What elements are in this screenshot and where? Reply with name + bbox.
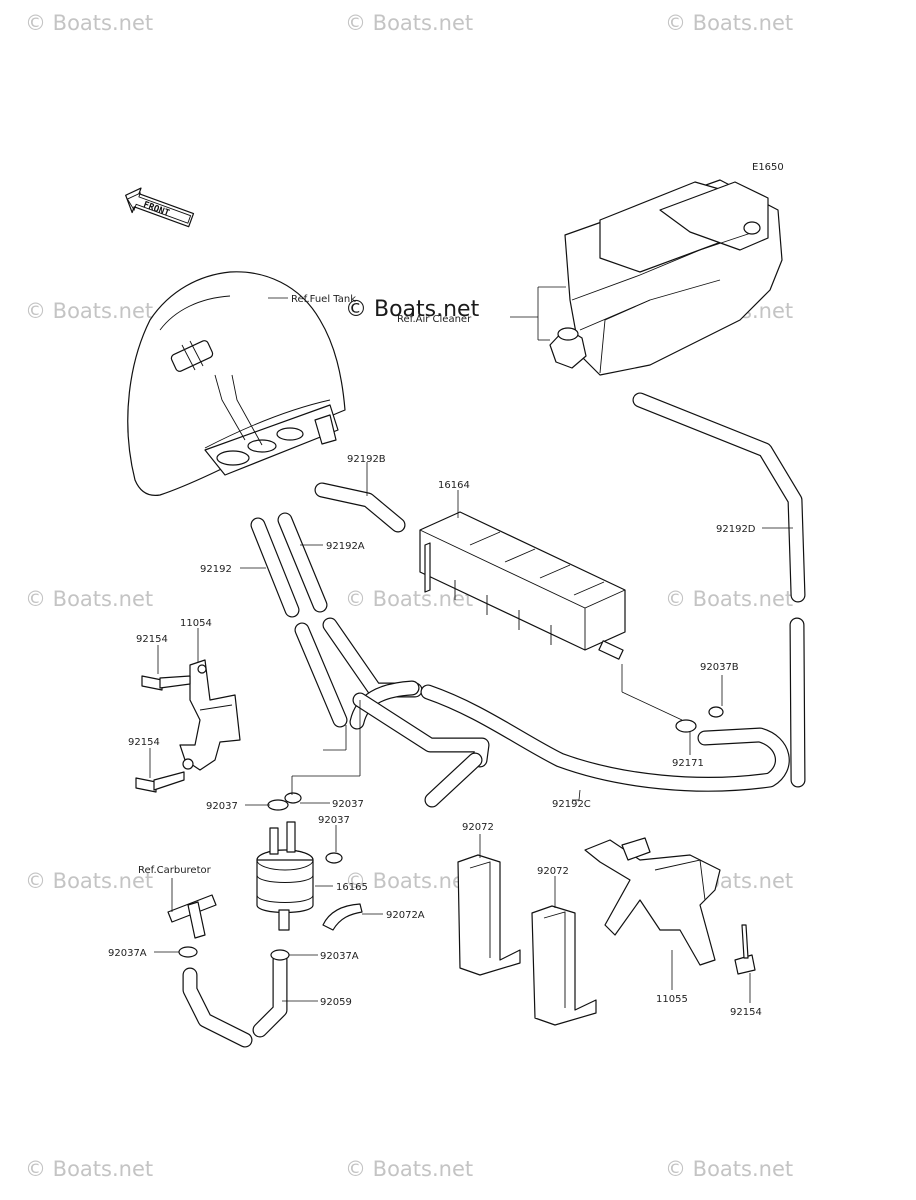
watermark: © Boats.net: [345, 587, 473, 611]
label-ref-carburetor: Ref.Carburetor: [138, 865, 212, 876]
clamp-icon: [270, 949, 290, 961]
watermark: © Boats.net: [25, 869, 153, 893]
bolt-icon: [734, 924, 756, 975]
fuel-tank: [127, 271, 346, 497]
label-ref-fuel-tank: Ref.Fuel Tank: [291, 294, 356, 305]
clamp-icon: [675, 719, 697, 733]
label-92059: 92059: [320, 997, 352, 1008]
fuel-filter-16165: [256, 821, 314, 931]
bolt-icon: [135, 771, 185, 793]
label-92072A: 92072A: [386, 910, 425, 921]
watermark: © Boats.net: [25, 1157, 153, 1181]
bolt-icon: [141, 675, 191, 691]
air-cleaner: [549, 179, 783, 376]
watermark: © Boats.net: [665, 1157, 793, 1181]
watermark: © Boats.net: [665, 587, 793, 611]
label-92037: 92037: [332, 799, 364, 810]
carburetor-fitting: [167, 894, 217, 939]
hoses: [182, 392, 806, 1048]
leader-lines: [149, 286, 793, 1003]
canister-16164: [419, 511, 626, 660]
label-92171: 92171: [672, 758, 704, 769]
clamp-icon: [178, 946, 198, 958]
label-92192: 92192: [200, 564, 232, 575]
watermark: © Boats.net: [345, 1157, 473, 1181]
label-92154: 92154: [730, 1007, 762, 1018]
label-16165: 16165: [336, 882, 368, 893]
label-92192A: 92192A: [326, 541, 365, 552]
label-92037B: 92037B: [700, 662, 739, 673]
watermark: © Boats.net: [345, 869, 473, 893]
label-11055: 11055: [656, 994, 688, 1005]
watermark: © Boats.net: [25, 11, 153, 35]
part-labels: Ref.Fuel Tank Ref.Air Cleaner 92192B 161…: [108, 294, 762, 1018]
watermarks: © Boats.net © Boats.net © Boats.net © Bo…: [25, 11, 793, 1181]
label-92192C: 92192C: [552, 799, 591, 810]
watermark-overlay: © Boats.net: [345, 297, 480, 322]
label-11054: 11054: [180, 618, 212, 629]
label-92037: 92037: [206, 801, 238, 812]
label-16164: 16164: [438, 480, 470, 491]
label-92192D: 92192D: [716, 524, 756, 535]
clamp-icon: [708, 706, 724, 718]
label-92154: 92154: [136, 634, 168, 645]
watermark: © Boats.net: [345, 11, 473, 35]
diagram-code: E1650: [752, 162, 784, 173]
label-92072: 92072: [462, 822, 494, 833]
label-92154: 92154: [128, 737, 160, 748]
watermark: © Boats.net: [665, 11, 793, 35]
watermark: © Boats.net: [25, 587, 153, 611]
watermark: © Boats.net: [25, 299, 153, 323]
label-ref-air-cleaner: Ref.Air Cleaner: [397, 314, 472, 325]
bracket-11054: [179, 659, 241, 771]
label-92072: 92072: [537, 866, 569, 877]
clip-92072: [531, 905, 597, 1026]
label-92037A: 92037A: [108, 948, 147, 959]
clamp-icon: [284, 792, 302, 804]
front-arrow-icon: FRONT: [125, 187, 195, 228]
clip-92072: [457, 854, 521, 976]
bracket-11055: [584, 837, 721, 966]
clamp-icon: [267, 799, 289, 811]
label-92037A: 92037A: [320, 951, 359, 962]
label-92192B: 92192B: [347, 454, 386, 465]
clamp-icon: [325, 852, 343, 864]
label-92037: 92037: [318, 815, 350, 826]
clip-92072A: [322, 903, 363, 931]
